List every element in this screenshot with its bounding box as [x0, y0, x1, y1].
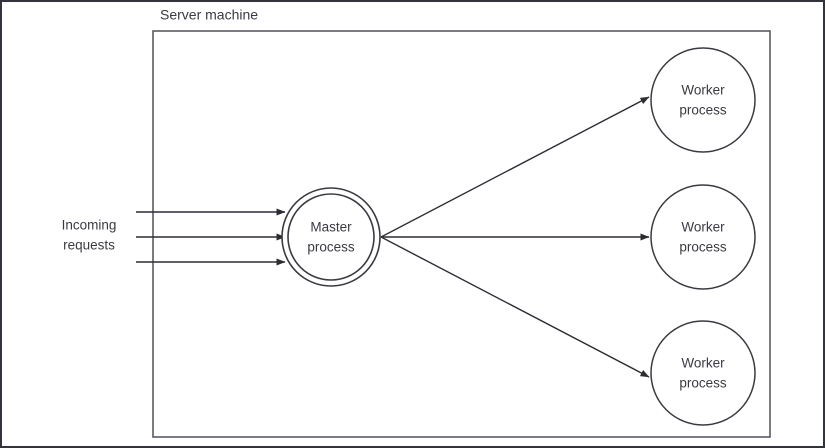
worker-process-middle-label-line2: process	[679, 240, 727, 255]
worker-process-middle-label-line1: Worker	[681, 220, 725, 235]
master-process-inner-circle	[287, 193, 375, 281]
worker-process-bottom-label-line1: Worker	[681, 356, 725, 371]
dispatch-arrow-worker-bottom	[380, 236, 650, 378]
worker-process-top-circle	[650, 47, 756, 153]
worker-process-bottom-circle	[650, 320, 756, 426]
worker-process-bottom-label-line2: process	[679, 376, 727, 391]
master-process-label-line2: process	[307, 240, 355, 255]
server-machine-label: Server machine	[160, 7, 258, 23]
worker-process-middle-circle	[650, 184, 756, 290]
master-process-label-line1: Master	[310, 220, 352, 235]
dispatch-arrow-worker-top	[380, 96, 650, 238]
worker-process-top-label-line2: process	[679, 103, 727, 118]
incoming-requests-label-line2: requests	[63, 238, 115, 253]
incoming-requests-label-line1: Incoming	[62, 218, 117, 233]
worker-process-top-label-line1: Worker	[681, 83, 725, 98]
